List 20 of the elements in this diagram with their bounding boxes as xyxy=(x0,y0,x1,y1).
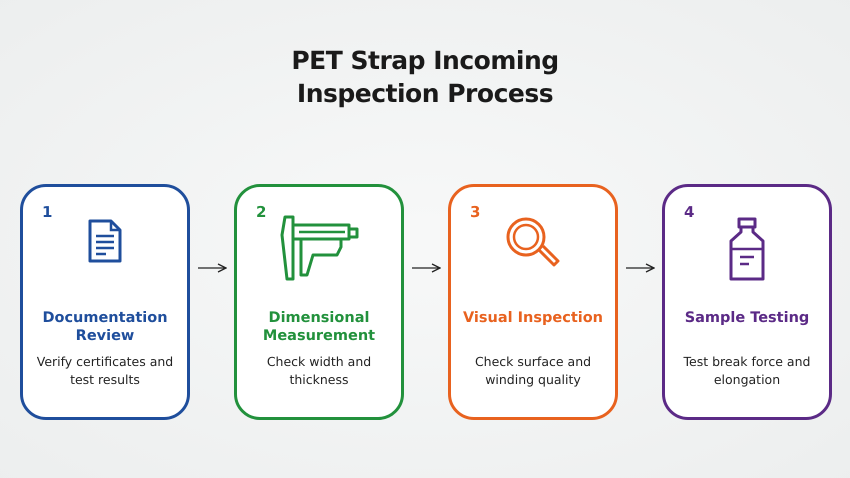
step-card xyxy=(662,184,832,420)
step-number: 1 xyxy=(42,203,52,221)
step-title: Sample Testing xyxy=(684,309,810,327)
arrow xyxy=(626,263,655,273)
step-number: 4 xyxy=(684,203,694,221)
step-card xyxy=(448,184,618,420)
diagram-title: PET Strap Incoming Inspection Process xyxy=(290,45,560,110)
step-description: Check width and thickness xyxy=(266,353,372,389)
step-card xyxy=(234,184,404,420)
step-card xyxy=(20,184,190,420)
arrow xyxy=(412,263,441,273)
step-number: 2 xyxy=(256,203,266,221)
step-description: Test break force and elongation xyxy=(682,353,812,389)
arrow xyxy=(198,263,227,273)
step-description: Check surface and winding quality xyxy=(474,353,592,389)
step-title: Visual Inspection xyxy=(462,309,604,327)
step-description: Verify certificates and test results xyxy=(36,353,174,389)
step-title: Documentation Review xyxy=(41,309,169,345)
step-title: Dimensional Measurement xyxy=(262,309,376,345)
step-number: 3 xyxy=(470,203,480,221)
